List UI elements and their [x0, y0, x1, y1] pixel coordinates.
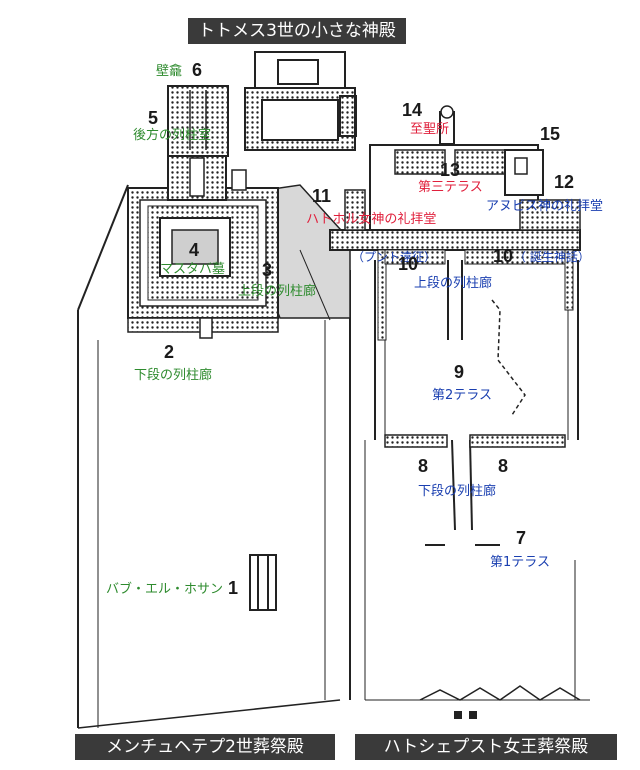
- number-6: 6: [192, 60, 203, 80]
- banner-hatshepsut-temple: ハトシェプスト女王葬祭殿: [355, 734, 617, 760]
- number-13: 13: [440, 160, 461, 180]
- number-7: 7: [516, 528, 527, 548]
- number-2: 2: [164, 342, 175, 362]
- hatshepsut-plan: [364, 260, 590, 719]
- label-birth-myth: （ 誕生神話）: [514, 250, 590, 264]
- label-bab-el-hosan: バブ・エル・ホサン: [106, 582, 224, 597]
- lower-colonnade-hatshepsut: [384, 434, 448, 448]
- upper-colonnade-hatshepsut: [329, 229, 581, 251]
- number-8-left: 8: [418, 456, 429, 476]
- banner-thutmose-temple: トトメス3世の小さな神殿: [188, 18, 406, 44]
- number-9: 9: [454, 362, 465, 382]
- number-1: 1: [228, 578, 239, 598]
- number-8-right: 8: [498, 456, 509, 476]
- banner-mentuhotep-temple: メンチュヘテプ2世葬祭殿: [75, 734, 335, 760]
- hathor-shrine: [344, 189, 366, 231]
- niche: [167, 85, 229, 157]
- label-first-terrace: 第1テラス: [490, 555, 551, 570]
- number-10-right: 10: [493, 246, 514, 266]
- label-punt-expedition: （プント遠征）: [352, 250, 437, 264]
- number-12: 12: [554, 172, 575, 192]
- number-15: 15: [540, 124, 561, 144]
- number-14: 14: [402, 100, 423, 120]
- number-11: 11: [312, 186, 332, 206]
- label-mastaba: マスタバ墓: [160, 262, 226, 277]
- number-4: 4: [189, 240, 200, 260]
- number-5: 5: [148, 108, 159, 128]
- label-niche: 壁龕: [156, 64, 183, 79]
- label-lower-colonnade-hatshepsut: 下段の列柱廊: [418, 484, 497, 499]
- number-10-left: 10: [398, 254, 419, 274]
- label-sanctuary: 至聖所: [410, 122, 450, 137]
- label-rear-hypostyle: 後方の列柱室: [133, 128, 212, 143]
- label-second-terrace: 第2テラス: [432, 388, 493, 403]
- label-lower-colonnade: 下段の列柱廊: [134, 368, 213, 383]
- mentuhotep-plan: [77, 184, 351, 729]
- label-hathor-chapel: ハトホル女神の礼拝堂: [306, 212, 437, 227]
- thutmose-temple: [244, 51, 357, 151]
- label-anubis-chapel: アヌビス神の礼拝堂: [486, 199, 604, 214]
- label-third-terrace: 第三テラス: [418, 180, 483, 195]
- label-upper-colonnade: 上段の列柱廊: [238, 284, 317, 299]
- number-3: 3: [262, 260, 273, 280]
- label-upper-colonnade-hatshepsut: 上段の列柱廊: [414, 276, 493, 291]
